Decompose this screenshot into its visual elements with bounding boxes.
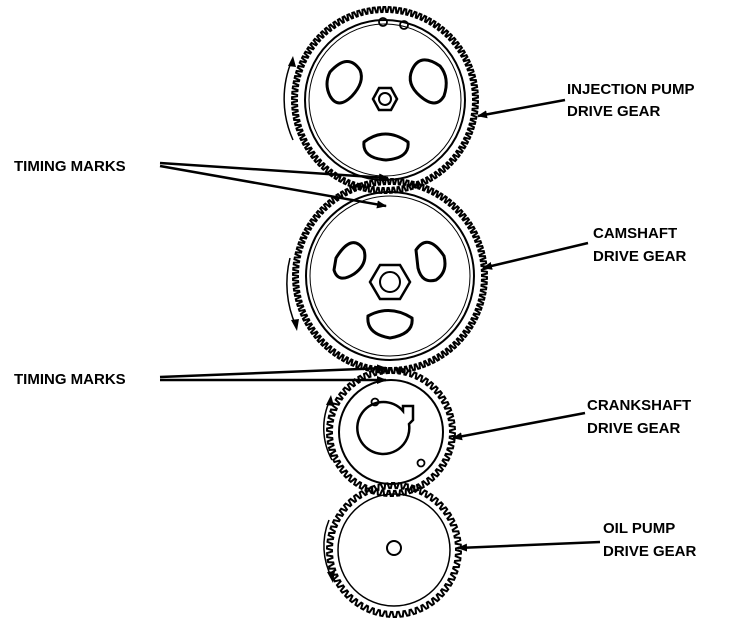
gear-window	[408, 58, 448, 105]
camshaft-label-line2: DRIVE GEAR	[593, 248, 687, 265]
hex-nut	[371, 86, 399, 112]
rotation-arrow	[323, 399, 333, 461]
injection-pump-leader	[477, 98, 566, 119]
injection-pump-drive-gear	[283, 5, 480, 195]
hex-nut	[368, 263, 412, 301]
oil-pump-leader	[457, 540, 601, 552]
crankshaft-leader	[452, 411, 586, 441]
timing-marks-upper-label: TIMING MARKS	[14, 158, 126, 175]
rotation-arrow	[283, 59, 294, 141]
oil-pump-label-line2: DRIVE GEAR	[603, 543, 697, 560]
camshaft-label-line1: CAMSHAFT	[593, 225, 677, 242]
timing-marks-upper-leaders	[159, 161, 389, 209]
oil-pump-drive-gear	[323, 481, 463, 619]
gear-window	[362, 132, 410, 162]
gear-window	[414, 240, 447, 283]
camshaft-drive-gear	[286, 177, 489, 375]
oil-pump-label-line1: OIL PUMP	[603, 520, 675, 537]
injection-pump-label-line1: INJECTION PUMP	[567, 81, 695, 98]
crankshaft-label-line1: CRANKSHAFT	[587, 397, 691, 414]
crankshaft-bore	[356, 400, 415, 456]
gear-window	[366, 309, 414, 340]
gear-window	[332, 241, 367, 280]
crankshaft-label-line2: DRIVE GEAR	[587, 420, 681, 437]
injection-pump-label-line2: DRIVE GEAR	[567, 103, 661, 120]
timing-marks-lower-leaders	[159, 364, 387, 384]
gear-window	[325, 60, 363, 105]
camshaft-leader	[482, 241, 589, 270]
crankshaft-drive-gear	[323, 366, 457, 498]
timing-marks-lower-label: TIMING MARKS	[14, 371, 126, 388]
